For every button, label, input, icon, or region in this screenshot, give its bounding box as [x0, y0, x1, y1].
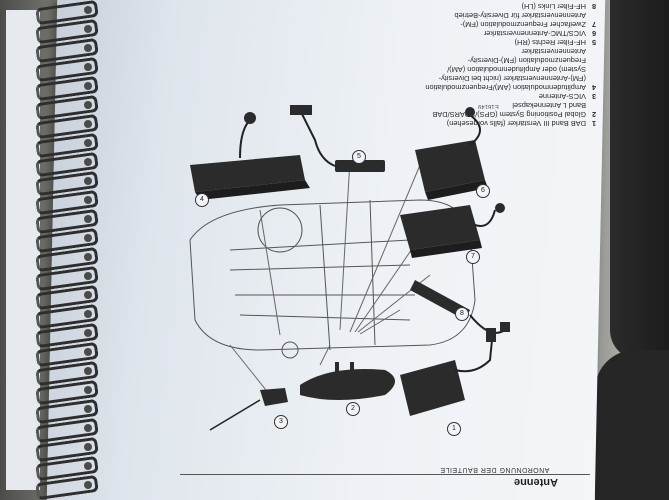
chapter-title: Antenne — [514, 476, 558, 488]
punch-hole — [84, 348, 92, 356]
callout-1: 1 — [447, 422, 461, 436]
callout-8: 8 — [455, 307, 469, 321]
legend-text: Frequenzmodulation (FM)-Diversity- — [467, 56, 586, 65]
component-5 — [290, 105, 385, 172]
punch-hole — [84, 272, 92, 280]
title-rule — [180, 474, 590, 475]
punch-hole — [84, 310, 92, 318]
punch-hole — [84, 215, 92, 223]
leader-lines — [229, 159, 431, 396]
component-2 — [300, 362, 395, 400]
punch-hole — [84, 443, 92, 451]
legend-number — [592, 65, 600, 74]
legend-number: 7 — [592, 20, 597, 29]
legend-text: Zweifacher Frequenzmodulation (FM)- — [460, 20, 586, 29]
punch-hole — [84, 25, 92, 33]
punch-hole — [84, 44, 92, 52]
punch-hole — [84, 6, 92, 14]
legend-row: Antennenverstärker für Diversity-Betrieb — [320, 11, 600, 20]
callout-2: 2 — [346, 402, 360, 416]
legend-number — [592, 101, 600, 110]
legend-row: 5 HF-Filter Rechts (RH) — [320, 38, 600, 47]
legend-row: Frequenzmodulation (FM)-Diversity- — [320, 56, 600, 65]
legend-row: 6 VICS/TMC-Antennenverstärker — [320, 29, 600, 38]
callout-6: 6 — [476, 184, 490, 198]
shoe — [595, 350, 669, 500]
punch-hole — [84, 329, 92, 337]
punch-hole — [84, 367, 92, 375]
legend-text: VICS/TMC-Antennenverstärker — [483, 29, 586, 38]
legend-number: 8 — [592, 2, 597, 11]
legend-number: 4 — [592, 83, 597, 92]
punch-hole — [84, 158, 92, 166]
callout-7: 7 — [466, 250, 480, 264]
legend-number: 3 — [592, 92, 597, 101]
punch-hole — [84, 481, 92, 489]
legend-number — [592, 47, 600, 56]
component-3 — [209, 388, 288, 431]
punch-hole — [84, 63, 92, 71]
legend-number: 6 — [592, 29, 597, 38]
legend-number: 1 — [592, 119, 597, 128]
section-title: ANORDNUNG DER BAUTEILE — [440, 466, 550, 473]
legend-text: Antennenverstärker — [521, 47, 587, 56]
punch-hole — [84, 386, 92, 394]
legend-number: 2 — [592, 110, 597, 119]
legend-number — [592, 56, 600, 65]
back-page-text — [16, 200, 42, 420]
component-diagram — [189, 105, 510, 431]
punch-hole — [84, 462, 92, 470]
component-4 — [190, 112, 310, 200]
legend-number — [592, 11, 600, 20]
legend-row: System) oder Amplitudenmodulation (AM)/ — [320, 65, 600, 74]
punch-hole — [84, 424, 92, 432]
punch-hole — [84, 196, 92, 204]
legend-text: HF-Filter Links (LH) — [521, 2, 586, 11]
component-6 — [415, 107, 488, 200]
punch-hole — [84, 234, 92, 242]
trouser-leg — [610, 0, 669, 360]
punch-hole — [84, 139, 92, 147]
callout-5: 5 — [352, 150, 366, 164]
punch-hole — [84, 82, 92, 90]
legend-row: (FM)-Antennenverstärker (nicht bei Diver… — [320, 74, 600, 83]
legend-text: Antennenverstärker für Diversity-Betrieb — [454, 11, 586, 20]
legend-row: 7 Zweifacher Frequenzmodulation (FM)- — [320, 20, 600, 29]
punch-hole — [84, 291, 92, 299]
punch-hole — [84, 120, 92, 128]
legend-text: (FM)-Antennenverstärker (nicht bei Diver… — [438, 74, 586, 83]
callout-4: 4 — [195, 193, 209, 207]
legend-number: 5 — [592, 38, 597, 47]
component-1 — [400, 328, 496, 416]
component-7 — [400, 203, 505, 258]
punch-hole — [84, 101, 92, 109]
legend-row: Antennenverstärker — [320, 47, 600, 56]
legend-text: HF-Filter Rechts (RH) — [514, 38, 586, 47]
punch-hole — [84, 177, 92, 185]
legend-row: 4 Amplitudenmodulation (AM)/Frequenzmodul… — [320, 83, 600, 92]
legend-row: 8 HF-Filter Links (LH) — [320, 2, 600, 11]
callout-3: 3 — [274, 415, 288, 429]
punch-hole — [84, 253, 92, 261]
legend-text: System) oder Amplitudenmodulation (AM)/ — [447, 65, 586, 74]
punch-hole — [84, 405, 92, 413]
legend-number — [592, 74, 600, 83]
legend-text: Amplitudenmodulation (AM)/Frequenzmodula… — [425, 83, 586, 92]
back-page-edge — [6, 10, 40, 490]
